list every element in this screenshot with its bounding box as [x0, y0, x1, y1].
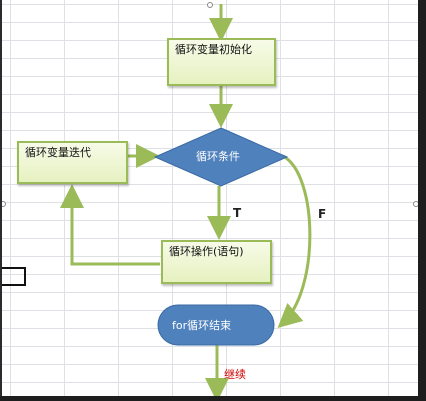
- frame-edge-right: [418, 0, 426, 401]
- arrow-condition-to-end: [277, 154, 312, 329]
- frame-edge-left: [0, 0, 2, 401]
- iterate-box: 循环变量迭代: [17, 141, 128, 184]
- condition-diamond: [153, 127, 289, 187]
- false-branch-label: F: [318, 207, 327, 221]
- init-box: 循环变量初始化: [167, 38, 276, 86]
- init-label: 循环变量初始化: [175, 43, 252, 56]
- continue-label: 继续: [224, 368, 246, 381]
- body-box: 循环操作(语句): [161, 240, 272, 284]
- end-label: for循环结束: [172, 319, 232, 332]
- iterate-label: 循环变量迭代: [25, 146, 91, 159]
- cell-selection-marker: [0, 267, 26, 286]
- arrow-body-to-iterate: [60, 184, 160, 266]
- end-terminator: [157, 304, 275, 346]
- body-label: 循环操作(语句): [169, 245, 244, 258]
- frame-edge-bottom: [0, 396, 426, 401]
- selection-handle-top: [207, 2, 213, 8]
- condition-label: 循环条件: [196, 150, 240, 163]
- true-branch-label: T: [233, 206, 242, 220]
